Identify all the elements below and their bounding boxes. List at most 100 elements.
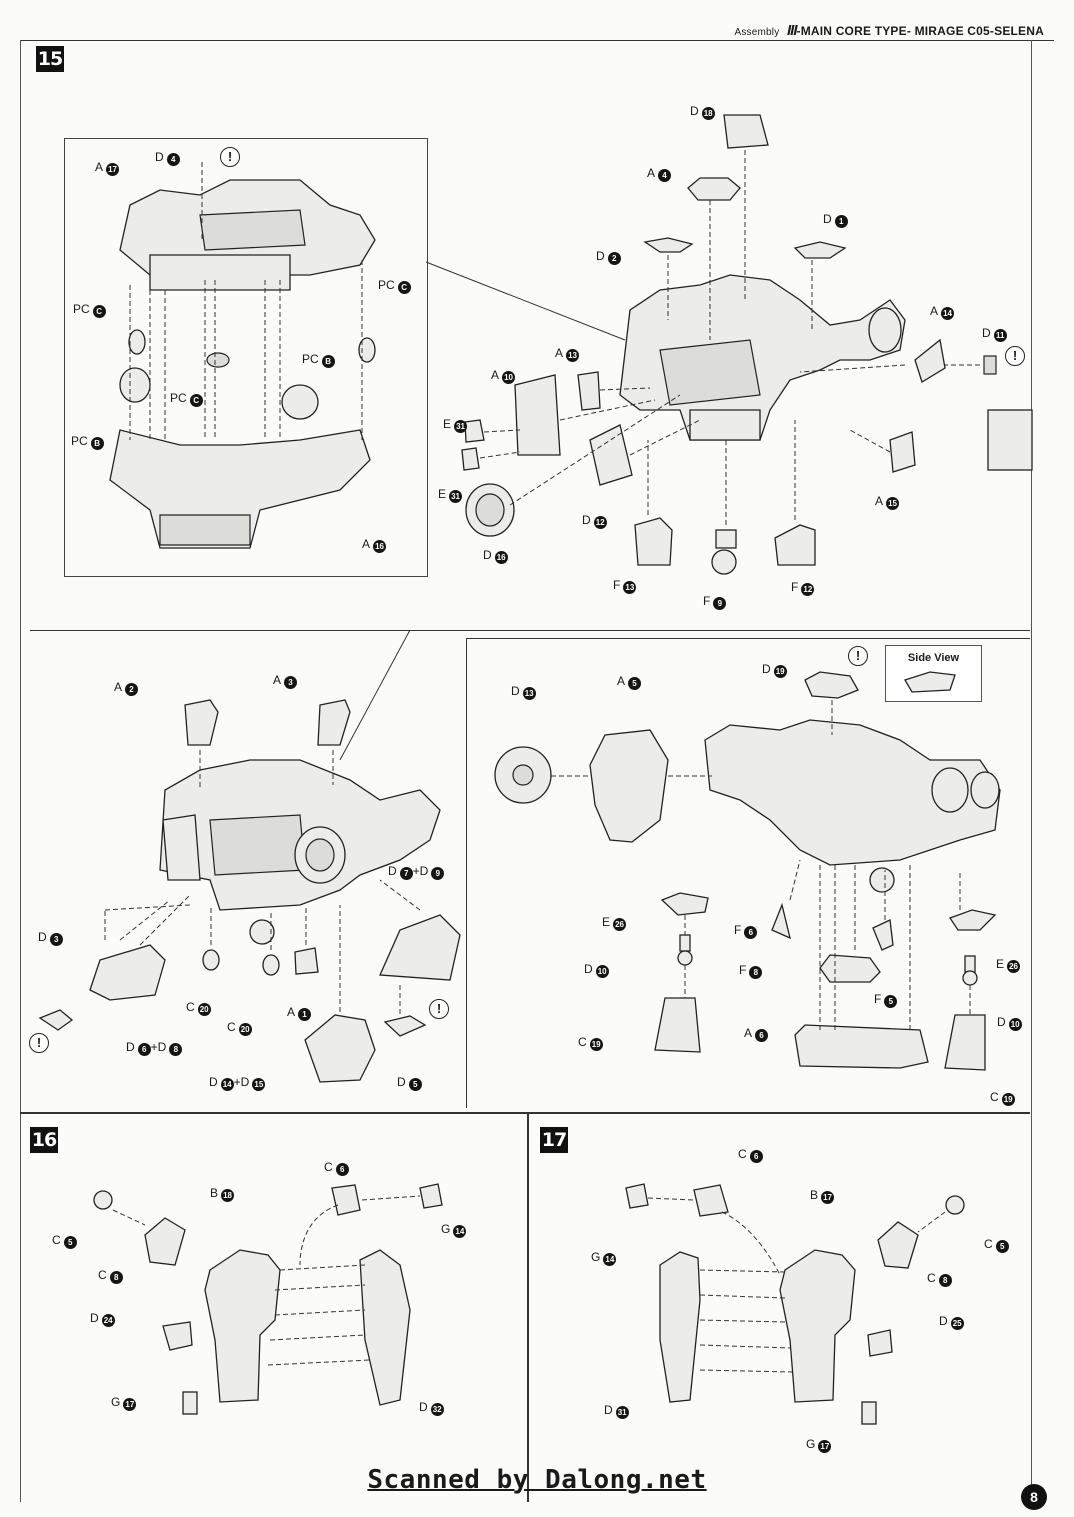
caution-icon: ! [848, 646, 868, 666]
header-section: Assembly [734, 27, 780, 38]
side-view-label: Side View [907, 652, 960, 664]
caution-icon: ! [429, 999, 449, 1019]
divider-lower-right [466, 638, 467, 1108]
page-frame [20, 40, 1032, 1502]
header-rule [20, 40, 1054, 41]
page-header: Assembly III-MAIN CORE TYPE- MIRAGE C05-… [734, 22, 1044, 39]
header-roman-numeral: III [786, 22, 797, 39]
inset-lower-shell [109, 429, 371, 549]
caution-icon: ! [29, 1033, 49, 1053]
divider-step16-top [20, 1112, 1030, 1114]
step17-dashes [647, 1197, 946, 1373]
step16-dashes [112, 1195, 421, 1366]
page-number: 8 [1021, 1484, 1047, 1510]
step-number-16: 16 [30, 1127, 58, 1153]
inset-dashes [129, 162, 363, 440]
caution-icon: ! [1005, 346, 1025, 366]
main-parts [461, 114, 1033, 575]
divider-lower-right-top [466, 638, 1030, 639]
detail-inset-box [64, 138, 428, 577]
lower-right-body [704, 719, 1001, 893]
divider-step15-middle [30, 630, 1030, 631]
lower-right-dashes [551, 700, 971, 1030]
lower-left-parts [38, 699, 461, 1083]
scanner-credit: Scanned by Dalong.net [367, 1465, 707, 1495]
inset-pc-parts [119, 329, 376, 420]
step-number-15: 15 [36, 46, 64, 72]
step-number-17: 17 [540, 1127, 568, 1153]
caution-icon: ! [220, 147, 240, 167]
step17-parts [625, 1183, 965, 1425]
inset-upper-shell [119, 179, 376, 291]
lower-right-parts [494, 671, 997, 1071]
divider-step16-17 [527, 1113, 529, 1502]
header-title: -MAIN CORE TYPE- MIRAGE C05-SELENA [796, 24, 1044, 38]
main-core-body [619, 274, 906, 441]
lower-left-dashes [104, 750, 421, 1014]
step16-parts [93, 1183, 443, 1415]
